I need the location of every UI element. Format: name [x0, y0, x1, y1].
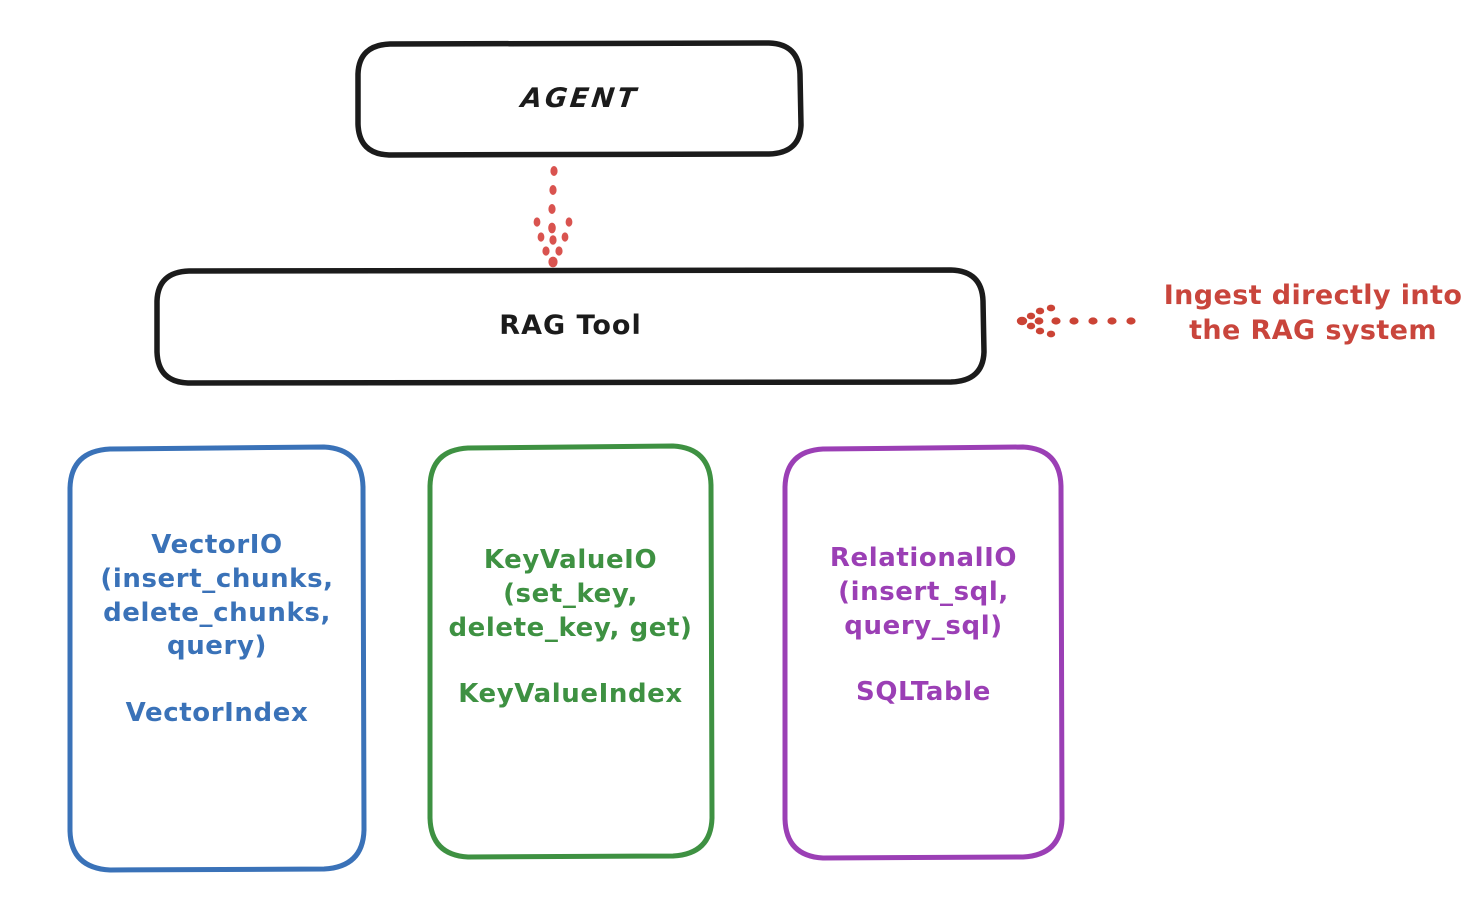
vector-index-label: VectorIndex [125, 698, 309, 729]
ragtool-box-outline [154, 267, 987, 386]
node-vector-io[interactable]: VectorIO (insert_chunks, delete_chunks, … [70, 447, 364, 870]
vector-io-label: VectorIO (insert_chunks, delete_chunks, … [100, 530, 334, 662]
vector-io-content: VectorIO (insert_chunks, delete_chunks, … [70, 529, 364, 728]
relational-io-content: RelationalIO (insert_sql, query_sql) SQL… [786, 542, 1061, 707]
relationalio-box-outline [782, 444, 1065, 861]
node-agent[interactable]: AGENT [358, 43, 801, 155]
sql-table-label: SQLTable [856, 677, 991, 708]
key-value-io-label: KeyValueIO (set_key, delete_key, get) [448, 545, 693, 643]
keyvalueio-box-outline [427, 443, 715, 860]
vectorio-box-outline [67, 444, 367, 873]
node-key-value-io[interactable]: KeyValueIO (set_key, delete_key, get) Ke… [430, 446, 711, 856]
node-relational-io[interactable]: RelationalIO (insert_sql, query_sql) SQL… [786, 447, 1061, 856]
node-rag-tool[interactable]: RAG Tool [157, 270, 984, 383]
key-value-index-label: KeyValueIndex [458, 679, 683, 710]
key-value-io-content: KeyValueIO (set_key, delete_key, get) Ke… [430, 544, 711, 709]
annotation-ingest-directly: Ingest directly into the RAG system [1163, 280, 1463, 347]
agent-label: AGENT [518, 82, 641, 114]
relational-io-label: RelationalIO (insert_sql, query_sql) [829, 543, 1018, 641]
agent-box-outline [355, 40, 804, 158]
rag-tool-label: RAG Tool [499, 310, 642, 342]
